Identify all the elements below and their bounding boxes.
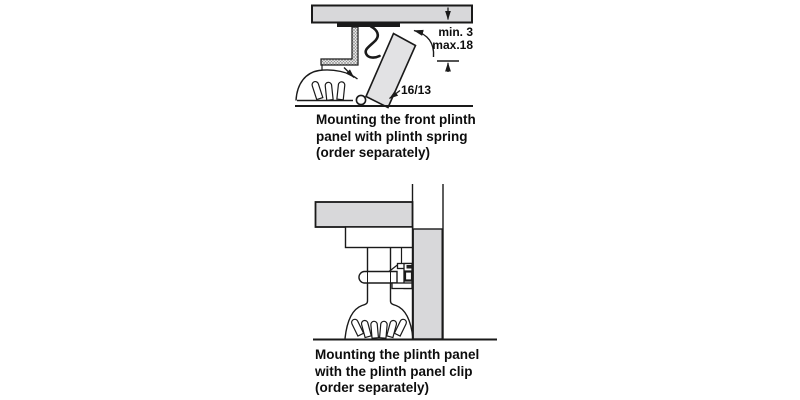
pivot-circle (355, 94, 367, 106)
cabinet-bottom-panel (311, 4, 473, 24)
leg-column-left (344, 247, 369, 339)
caption-line: panel with plinth spring (316, 128, 468, 144)
dimension-label: min. 3 max.18 (400, 26, 473, 51)
plinth-panel-clip (358, 270, 398, 284)
bottom-diagram (313, 184, 497, 341)
part-pointer-arrow-icon (389, 89, 401, 100)
part-label: 16/13 (401, 83, 432, 97)
plinth-spring (364, 25, 381, 59)
caption-line: (order separately) (315, 380, 430, 395)
edge-pointer-arrow-icon (343, 67, 355, 78)
caption-line: with the plinth panel clip (315, 363, 473, 379)
caption-line: (order separately) (316, 145, 431, 160)
plinth-spring-plate (337, 23, 400, 27)
foot-slots (351, 318, 407, 339)
caption-top: Mounting the front plinth panel with pli… (316, 112, 476, 162)
caption-line: Mounting the front plinth (316, 112, 476, 127)
cabinet-front-rail-hatch (320, 26, 359, 66)
dimension-max: max.18 (432, 37, 473, 52)
plinth-panel (412, 228, 443, 340)
leg-mounting-plate (344, 226, 414, 249)
rotation-arrow-icon (413, 29, 435, 58)
clip-bracket (388, 262, 414, 290)
caption-bottom: Mounting the plinth panel with the plint… (315, 347, 479, 397)
leg-column-right (389, 247, 414, 339)
front-plinth-panel (364, 32, 417, 109)
top-diagram (295, 4, 473, 109)
cabinet-bottom-panel (314, 201, 414, 228)
caption-line: Mounting the plinth panel (315, 347, 480, 362)
foot-slots (311, 80, 346, 101)
dimension-min: min. 3 (438, 25, 473, 39)
